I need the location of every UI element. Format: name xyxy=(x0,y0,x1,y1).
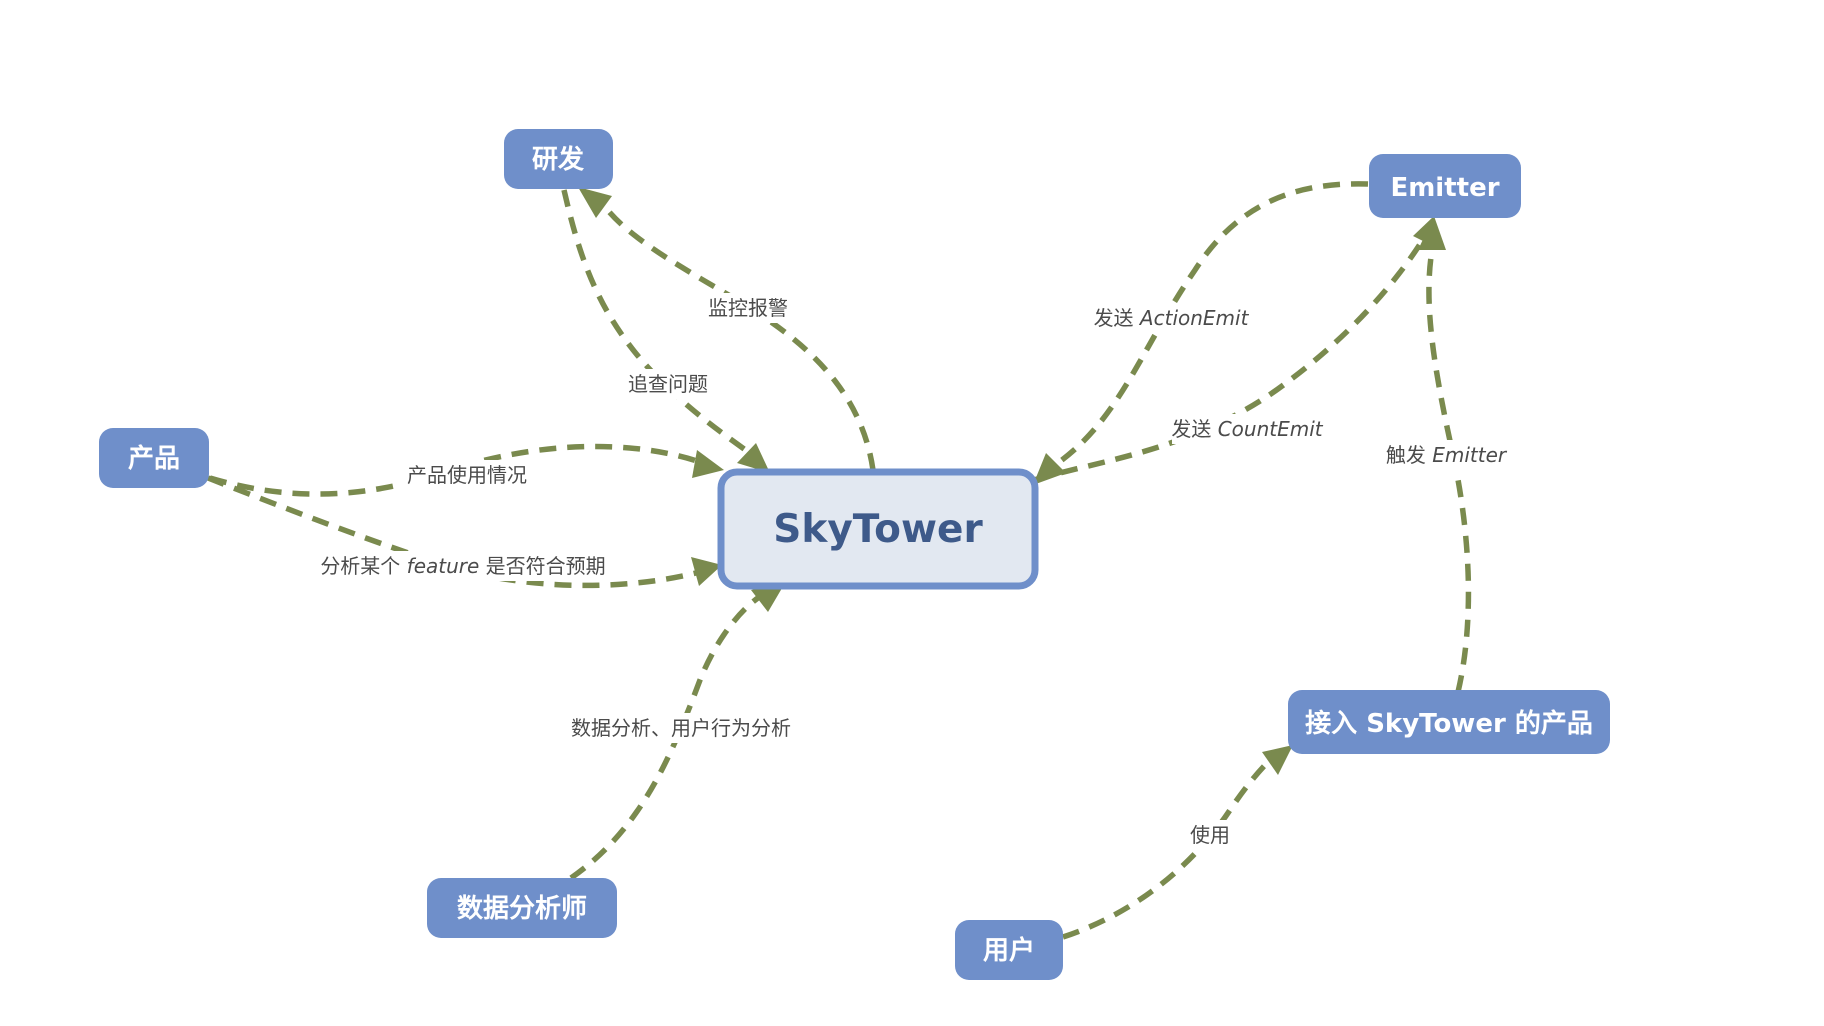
svg-text:Emitter: Emitter xyxy=(1390,173,1499,203)
edge-label-data-analysis: 数据分析、用户行为分析 xyxy=(566,713,796,743)
node-emitter[interactable]: Emitter xyxy=(1369,154,1521,218)
svg-text:接入 SkyTower 的产品: 接入 SkyTower 的产品 xyxy=(1305,708,1593,739)
svg-text:数据分析师: 数据分析师 xyxy=(457,894,587,924)
edge-label-monitor-alert: 监控报警 xyxy=(706,293,790,323)
arrowhead xyxy=(737,443,770,473)
edge-monitor-alert xyxy=(578,187,876,471)
svg-text:追查问题: 追查问题 xyxy=(628,372,708,396)
edge-use xyxy=(1062,745,1293,940)
node-user[interactable]: 用户 xyxy=(955,920,1063,980)
arrowhead xyxy=(1418,216,1446,250)
svg-text:用户: 用户 xyxy=(983,935,1035,966)
arrowhead xyxy=(691,557,722,586)
edge-label-send-actionemit: 发送 ActionEmit xyxy=(1093,303,1250,333)
node-skytower[interactable]: SkyTower xyxy=(717,468,1039,590)
svg-text:使用: 使用 xyxy=(1190,823,1230,847)
edge-trace-issue xyxy=(561,189,770,473)
svg-text:SkyTower: SkyTower xyxy=(773,507,983,552)
edge-label-product-usage: 产品使用情况 xyxy=(403,460,531,490)
edge-label-use: 使用 xyxy=(1188,820,1232,850)
arrowhead xyxy=(692,450,724,478)
edge-data-analysis xyxy=(569,583,785,881)
svg-text:发送 ActionEmit: 发送 ActionEmit xyxy=(1094,306,1250,330)
edge-trigger-emitter xyxy=(1418,216,1472,693)
edge-label-trigger-emitter: 触发 Emitter xyxy=(1382,440,1510,470)
svg-text:产品: 产品 xyxy=(128,444,180,474)
edge-label-analyze-feature: 分析某个 feature 是否符合预期 xyxy=(320,551,606,581)
svg-text:数据分析、用户行为分析: 数据分析、用户行为分析 xyxy=(571,716,791,740)
node-analyst[interactable]: 数据分析师 xyxy=(427,878,617,938)
node-integrated-product[interactable]: 接入 SkyTower 的产品 xyxy=(1288,690,1610,754)
arrowhead xyxy=(751,583,785,612)
arrowhead xyxy=(1262,745,1293,775)
edge-product-usage xyxy=(209,443,724,497)
svg-text:研发: 研发 xyxy=(532,144,584,175)
svg-text:分析某个 feature 是否符合预期: 分析某个 feature 是否符合预期 xyxy=(320,554,605,578)
svg-text:触发 Emitter: 触发 Emitter xyxy=(1386,443,1508,467)
node-rd[interactable]: 研发 xyxy=(504,129,613,189)
edge-label-trace-issue: 追查问题 xyxy=(625,369,711,399)
edge-label-send-countemit: 发送 CountEmit xyxy=(1171,414,1324,444)
arrowhead xyxy=(578,187,612,218)
node-product[interactable]: 产品 xyxy=(99,428,209,488)
svg-text:监控报警: 监控报警 xyxy=(708,296,788,320)
svg-text:发送 CountEmit: 发送 CountEmit xyxy=(1171,417,1323,441)
svg-text:产品使用情况: 产品使用情况 xyxy=(407,463,527,487)
